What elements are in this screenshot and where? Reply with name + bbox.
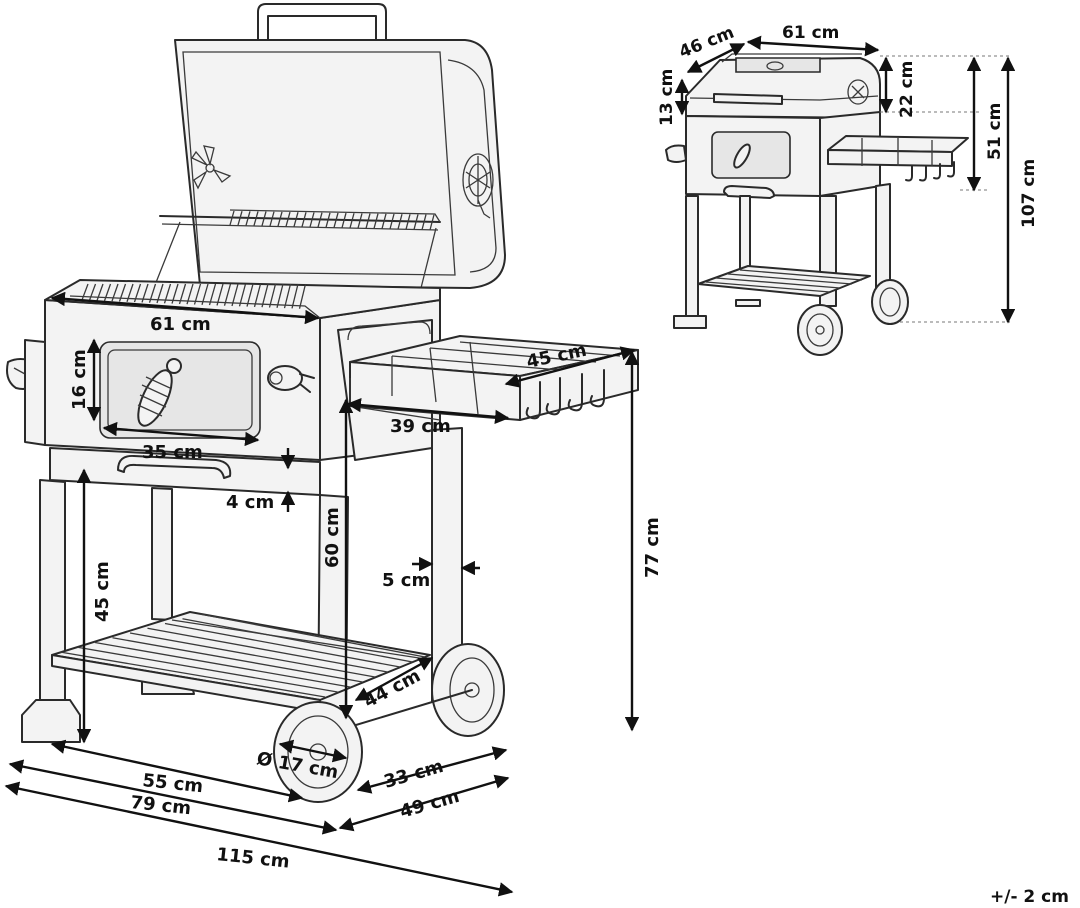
tolerance-note: +/- 2 cm	[990, 887, 1069, 907]
label-tray-gap: 4 cm	[226, 492, 274, 513]
label-window-width: 35 cm	[142, 442, 203, 463]
label-shelf-top-height: 77 cm	[642, 517, 663, 578]
label-total-width: 115 cm	[215, 844, 290, 873]
back-left-leg	[151, 487, 173, 621]
label-inset-width: 61 cm	[782, 23, 839, 43]
label-base-depth: 33 cm	[382, 756, 446, 793]
label-inset-lid-front-height: 13 cm	[657, 69, 677, 126]
label-lid-width: 61 cm	[150, 314, 211, 335]
label-body-depth: 49 cm	[398, 786, 462, 823]
label-inset-total-height: 107 cm	[1019, 159, 1039, 228]
thermometer-icon	[137, 358, 182, 427]
lid-handle	[257, 3, 387, 41]
lid-side-emblem-icon	[462, 153, 494, 219]
tray-handle	[117, 454, 232, 479]
front-left-leg	[39, 479, 66, 713]
label-window-height: 16 cm	[69, 349, 90, 410]
inset-grill-illustration	[665, 53, 969, 356]
tool-hooks-icon	[525, 369, 605, 420]
inset-dimension-lines	[674, 35, 1016, 324]
rear-wheel	[431, 643, 505, 737]
label-leg-width: 5 cm	[382, 570, 430, 591]
label-front-height: 60 cm	[322, 507, 343, 568]
label-body-width: 79 cm	[129, 792, 192, 819]
label-lower-shelf-height: 45 cm	[92, 561, 113, 622]
grill-window	[99, 341, 261, 439]
air-vent-knob-icon	[267, 365, 315, 393]
label-shelf-depth: 39 cm	[390, 416, 451, 437]
label-inset-lid-height: 22 cm	[897, 61, 917, 118]
label-inset-upper-height: 51 cm	[985, 103, 1005, 160]
grill-lid	[174, 39, 506, 289]
main-dimension-lines	[4, 291, 640, 897]
lid-vent-icon	[191, 145, 232, 190]
front-left-foot	[21, 699, 81, 743]
warming-rack	[159, 215, 441, 223]
main-grill-illustration	[6, 3, 639, 803]
